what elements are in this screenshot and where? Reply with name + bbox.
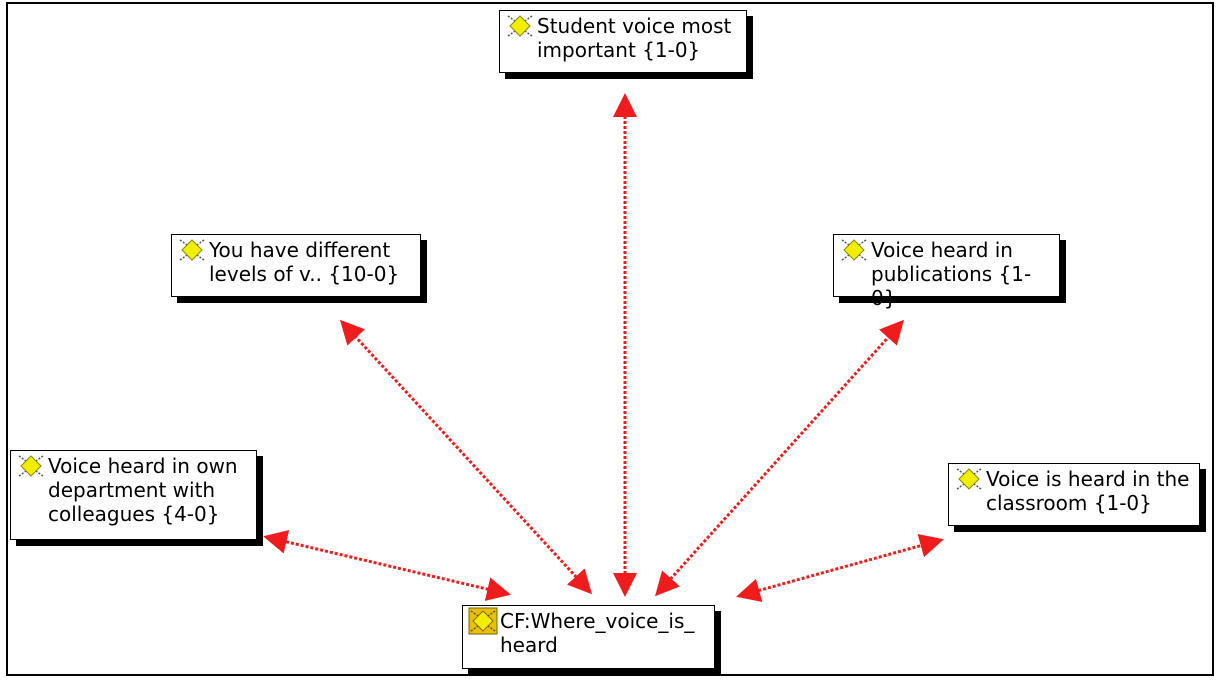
node-label: Voice heard in own department with colle…	[48, 454, 238, 526]
code-icon	[177, 236, 207, 264]
node-label: Voice heard in publications {1-0}	[871, 238, 1032, 310]
node-label: Voice is heard in the classroom {1-0}	[986, 467, 1190, 515]
code-icon	[839, 236, 869, 264]
node-student-voice-most-important[interactable]: Student voice most important {1-0}	[499, 10, 747, 73]
code-icon	[16, 452, 46, 480]
node-code-family-where-voice-is-heard[interactable]: CF:Where_voice_is_ heard	[462, 605, 715, 669]
node-label: CF:Where_voice_is_ heard	[500, 609, 695, 657]
code-family-icon	[468, 607, 498, 635]
node-voice-heard-classroom[interactable]: Voice is heard in the classroom {1-0}	[948, 463, 1200, 526]
code-icon	[954, 465, 984, 493]
node-label: You have different levels of v.. {10-0}	[209, 238, 400, 286]
network-canvas[interactable]	[6, 2, 1214, 676]
code-icon	[505, 12, 535, 40]
node-different-levels[interactable]: You have different levels of v.. {10-0}	[171, 234, 421, 297]
node-voice-heard-department[interactable]: Voice heard in own department with colle…	[10, 450, 257, 540]
node-voice-heard-publications[interactable]: Voice heard in publications {1-0}	[833, 234, 1060, 310]
node-label: Student voice most important {1-0}	[537, 14, 732, 62]
